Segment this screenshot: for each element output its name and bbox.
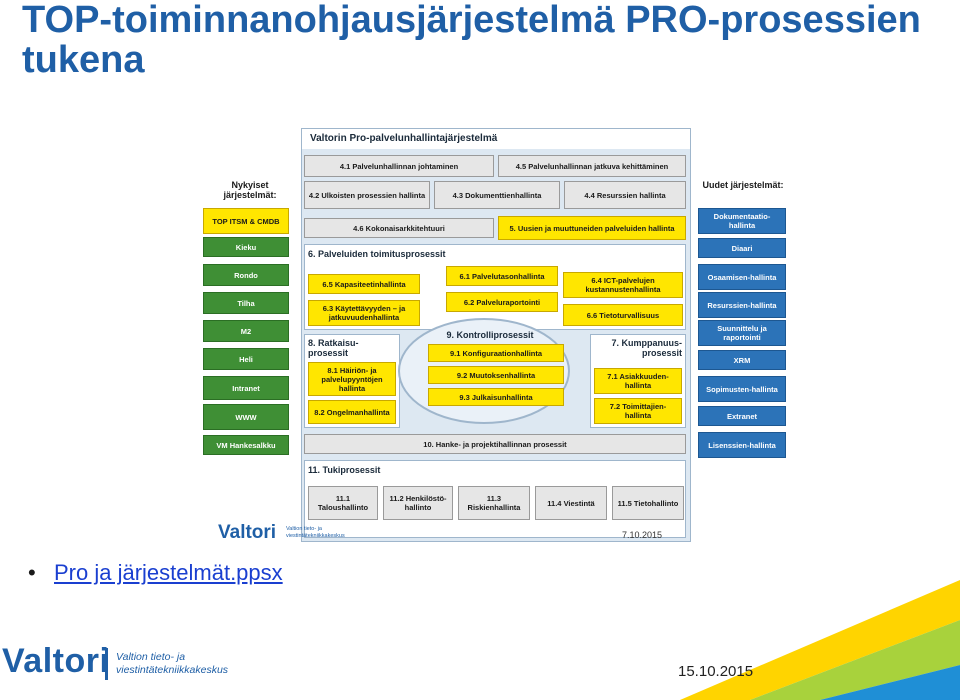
left-item-kieku: Kieku — [203, 237, 289, 257]
box-4-1: 4.1 Palvelunhallinnan johtaminen — [304, 155, 494, 177]
box-11-5: 11.5 Tietohallinto — [612, 486, 684, 520]
box-8-2: 8.2 Ongelmanhallinta — [308, 400, 396, 424]
diagram-logo: Valtori — [218, 522, 277, 543]
right-item-lisenssit: Lisenssien-hallinta — [698, 432, 786, 458]
section-9-label: 9. Kontrolliprosessit — [446, 330, 534, 340]
stripe-blue — [820, 665, 960, 700]
box-6-5: 6.5 Kapasiteetinhallinta — [308, 274, 420, 294]
right-item-osaaminen: Osaamisen-hallinta — [698, 264, 786, 290]
box-6-4: 6.4 ICT-palvelujen kustannustenhallinta — [563, 272, 683, 298]
box-11-3: 11.3 Riskienhallinta — [458, 486, 530, 520]
box-4-3: 4.3 Dokumenttienhallinta — [434, 181, 560, 209]
right-item-suunnittelu: Suunnittelu ja raportointi — [698, 320, 786, 346]
slide-date: 15.10.2015 — [678, 663, 754, 680]
box-4-5: 4.5 Palvelunhallinnan jatkuva kehittämin… — [498, 155, 686, 177]
box-9-1: 9.1 Konfiguraationhallinta — [428, 344, 564, 362]
box-4-6: 4.6 Kokonaisarkkitehtuuri — [304, 218, 494, 238]
left-item-m2: M2 — [203, 320, 289, 342]
box-11-2: 11.2 Henkilöstö-hallinto — [383, 486, 453, 520]
diagram-logo-subtitle: Valtion tieto- ja viestintätekniikkakesk… — [286, 526, 356, 540]
diagram-logo-subtitle-2: viestintätekniikkakeskus — [286, 533, 345, 539]
right-item-resurssit: Resurssien-hallinta — [698, 292, 786, 318]
left-item-tilha: Tilha — [203, 292, 289, 314]
section-6-label: 6. Palveluiden toimitusprosessit — [308, 249, 446, 259]
box-5: 5. Uusien ja muuttuneiden palveluiden ha… — [498, 216, 686, 240]
box-7-2: 7.2 Toimittajien-hallinta — [594, 398, 682, 424]
section-8-label: 8. Ratkaisu-prosessit — [308, 338, 359, 358]
box-6-6: 6.6 Tietoturvallisuus — [563, 304, 683, 326]
box-4-4: 4.4 Resurssien hallinta — [564, 181, 686, 209]
left-item-heli: Heli — [203, 348, 289, 370]
diagram-logo-subtitle-1: Valtion tieto- ja — [286, 526, 322, 532]
box-10: 10. Hanke- ja projektihallinnan prosessi… — [304, 434, 686, 454]
right-item-xrm: XRM — [698, 350, 786, 370]
box-11-1: 11.1 Taloushallinto — [308, 486, 378, 520]
stripe-yellow — [680, 580, 960, 700]
box-6-1: 6.1 Palvelutasonhallinta — [446, 266, 558, 286]
section-7-label: 7. Kumppanuus-prosessit — [611, 338, 682, 358]
left-item-hankesalkku: VM Hankesalkku — [203, 435, 289, 455]
logo-subtitle: Valtion tieto- ja viestintätekniikkakesk… — [116, 651, 228, 677]
diagram-date: 7.10.2015 — [622, 530, 663, 540]
left-item-intranet: Intranet — [203, 376, 289, 400]
right-item-sopimukset: Sopimusten-hallinta — [698, 376, 786, 402]
box-9-2: 9.2 Muutoksenhallinta — [428, 366, 564, 384]
box-4-2: 4.2 Ulkoisten prosessien hallinta — [304, 181, 430, 209]
logo-divider — [105, 648, 108, 680]
box-6-3: 6.3 Käytettävyyden – ja jatkuvuudenhalli… — [308, 300, 420, 326]
stripe-green — [750, 620, 960, 700]
valtori-logo: Valtori — [2, 642, 110, 680]
bullet: • — [28, 560, 36, 585]
left-item-top: TOP ITSM & CMDB — [203, 208, 289, 234]
page-title: TOP-toiminnanohjausjärjestelmä PRO-prose… — [22, 0, 921, 81]
logo-subtitle-1: Valtion tieto- ja — [116, 651, 186, 663]
box-9-3: 9.3 Julkaisunhallinta — [428, 388, 564, 406]
box-11-4: 11.4 Viestintä — [535, 486, 607, 520]
section-11-label: 11. Tukiprosessit — [308, 465, 381, 475]
frame-header: Valtorin Pro-palvelunhallintajärjestelmä — [302, 129, 690, 149]
right-heading: Uudet järjestelmät: — [702, 180, 784, 190]
right-item-extranet: Extranet — [698, 406, 786, 426]
box-8-1: 8.1 Häiriön- ja palvelupyyntöjen hallint… — [308, 362, 396, 396]
pptx-link[interactable]: Pro ja järjestelmät.ppsx — [54, 560, 283, 585]
left-item-rondo: Rondo — [203, 264, 289, 286]
left-heading: Nykyiset järjestelmät: — [223, 180, 277, 200]
right-item-diaari: Diaari — [698, 238, 786, 258]
box-6-2: 6.2 Palveluraportointi — [446, 292, 558, 312]
box-7-1: 7.1 Asiakkuuden-hallinta — [594, 368, 682, 394]
left-item-www: WWW — [203, 404, 289, 430]
logo-subtitle-2: viestintätekniikkakeskus — [116, 664, 229, 676]
right-item-dokumentaatio: Dokumentaatio-hallinta — [698, 208, 786, 234]
